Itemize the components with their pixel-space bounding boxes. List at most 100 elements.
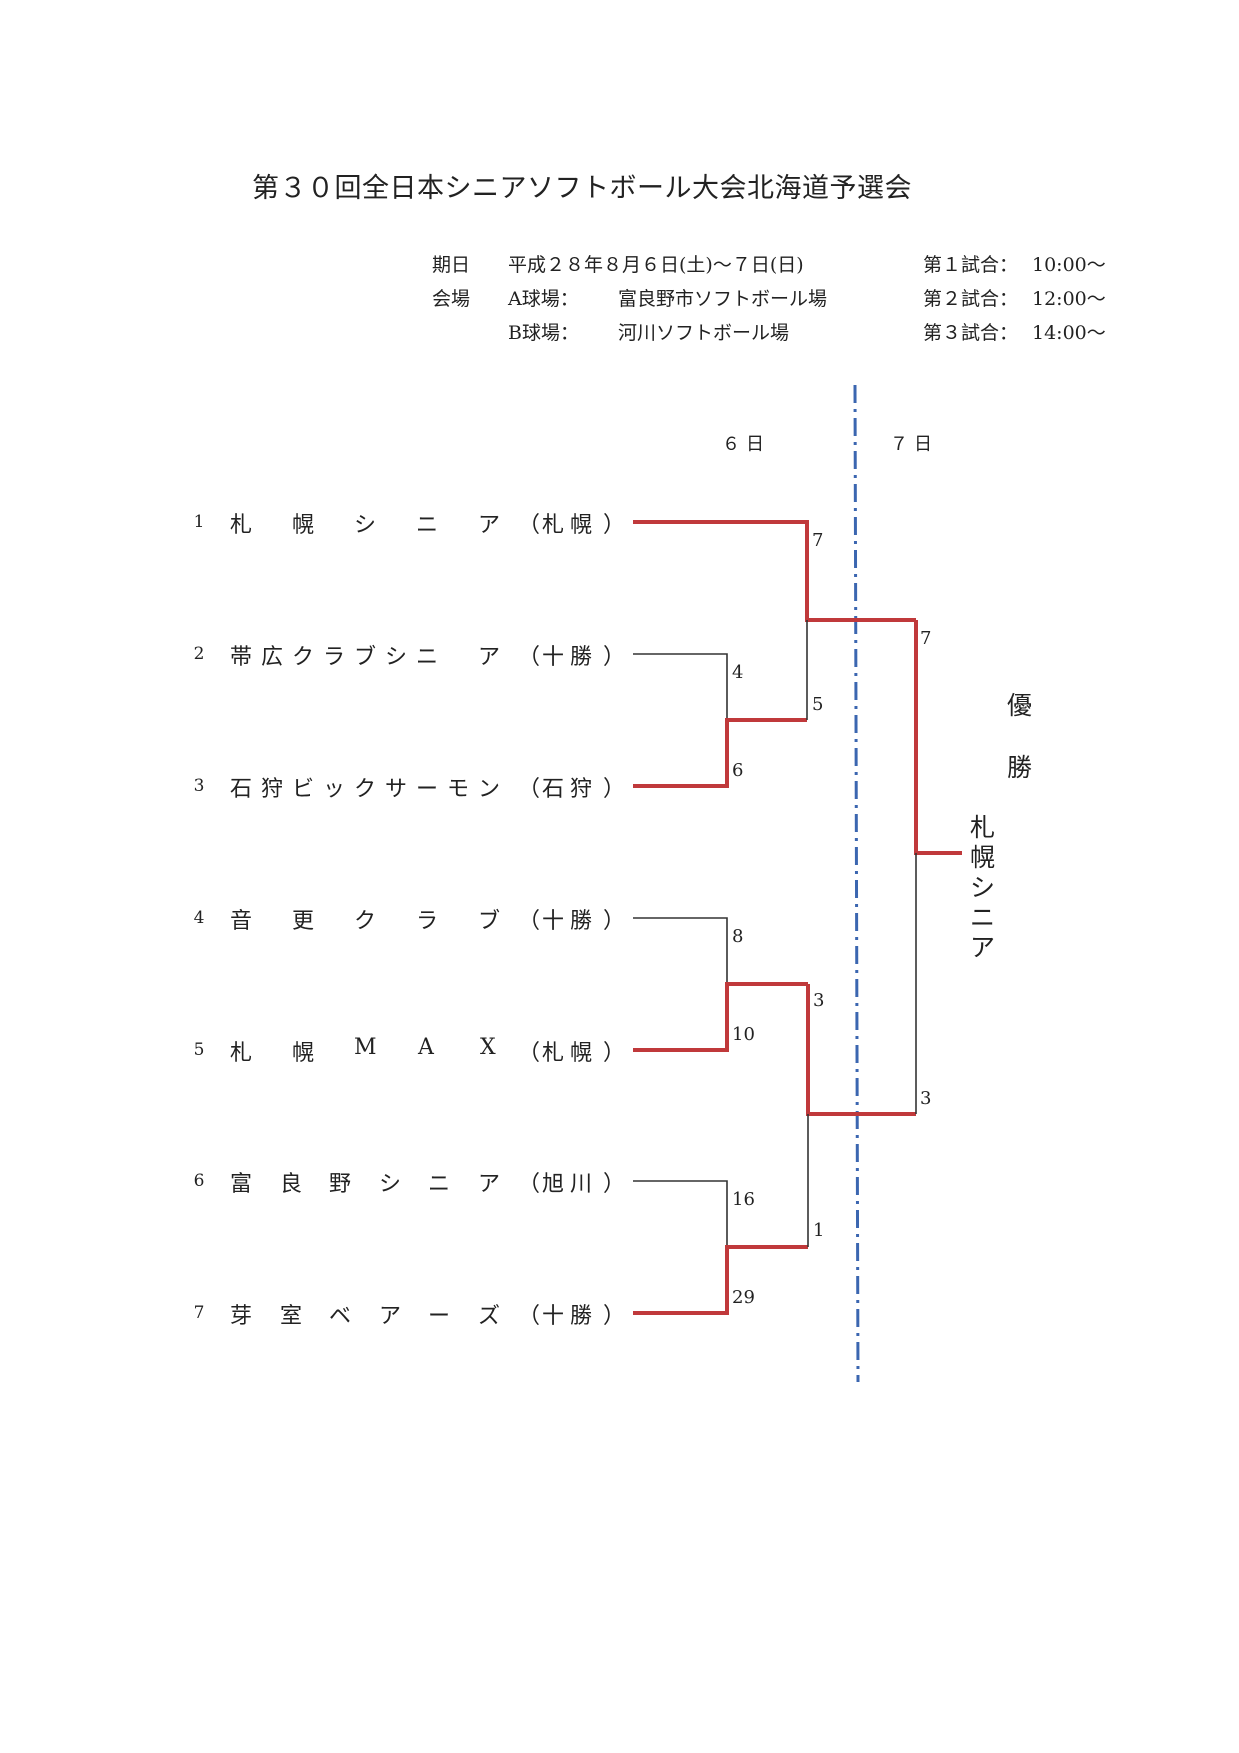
team-name-char: ン: [478, 777, 501, 802]
team-name-char: シ: [385, 645, 408, 670]
champion-name-char: 札: [970, 813, 996, 842]
team-name-char: ア: [478, 1172, 501, 1197]
team-name-char: ク: [292, 645, 315, 670]
field-a-label: A球場：: [508, 288, 579, 310]
team-region: 十勝: [542, 1304, 599, 1329]
score-label: 7: [920, 628, 932, 649]
team-name-char: 室: [280, 1304, 303, 1329]
venue-label: 会場: [432, 288, 471, 310]
team-region-close-paren: ）: [603, 1304, 626, 1329]
team-region-close-paren: ）: [603, 645, 626, 670]
team-region-open-paren: （: [518, 909, 541, 934]
score-label: 29: [732, 1287, 755, 1308]
score-label: 3: [813, 990, 825, 1011]
schedule-time: 12:00～: [1032, 288, 1106, 310]
team-region-open-paren: （: [518, 1304, 541, 1329]
team-name-char: ズ: [478, 1304, 501, 1329]
team-number: 6: [193, 1171, 205, 1191]
page-title: 第３０回全日本シニアソフトボール大会北海道予選会: [252, 173, 912, 204]
team-name-char: ビ: [292, 777, 315, 802]
bracket-line-final-winner: [914, 620, 962, 855]
team-number: 1: [193, 512, 205, 532]
team-name-char: 帯: [230, 645, 253, 670]
team-name-char: 芽: [230, 1304, 253, 1329]
team-name-char: 良: [280, 1172, 303, 1197]
team-name-char: 野: [329, 1172, 352, 1197]
team-region: 札幌: [542, 1041, 599, 1066]
champion-label-char: 優: [1007, 691, 1033, 720]
team-name-char: シ: [354, 513, 377, 538]
team-name-char: ク: [354, 909, 377, 934]
team-number: 7: [193, 1303, 205, 1323]
bracket-line-team7-winner: [633, 1245, 808, 1315]
team-name-char: 狩: [261, 777, 284, 802]
team-region-open-paren: （: [518, 1041, 541, 1066]
team-name-char: ラ: [323, 645, 346, 670]
team-name-char: 更: [292, 909, 315, 934]
date-label: 期日: [432, 254, 471, 276]
team-region-close-paren: ）: [603, 1172, 626, 1197]
bracket-line-team1-winner: [633, 520, 916, 622]
team-name-char: ラ: [416, 909, 439, 934]
champion-name-char: シ: [970, 873, 996, 902]
team-name-char: 札: [230, 513, 253, 538]
day-header-1: ６日: [722, 434, 770, 455]
team-number: 4: [193, 908, 205, 928]
schedule-label: 第３試合：: [923, 322, 1019, 344]
team-region: 札幌: [542, 513, 599, 538]
team-name-char: 音: [230, 909, 253, 934]
team-name-char: 札: [230, 1041, 253, 1066]
team-region: 石狩: [542, 777, 599, 802]
score-label: 8: [732, 926, 744, 947]
team-region-open-paren: （: [518, 645, 541, 670]
team-region-close-paren: ）: [603, 777, 626, 802]
team-name-char: ー: [428, 1304, 451, 1329]
field-b-label: B球場：: [508, 322, 579, 344]
score-label: 3: [920, 1088, 932, 1109]
team-region-open-paren: （: [518, 1172, 541, 1197]
field-a-name: 富良野市ソフトボール場: [618, 288, 828, 310]
schedule-time: 14:00～: [1032, 322, 1106, 344]
team-name-char: 広: [261, 645, 284, 670]
team-name-char: ア: [478, 513, 501, 538]
team-name-char: A: [418, 1035, 434, 1060]
team-name-char: ブ: [354, 645, 377, 670]
bracket-line-team6-loser: [633, 1180, 728, 1247]
team-number: 2: [193, 644, 205, 664]
team-name-char: M: [354, 1035, 377, 1060]
champion-name-char: 幌: [970, 843, 996, 872]
team-name-char: ッ: [323, 777, 346, 802]
team-region: 旭川: [542, 1172, 599, 1197]
team-name-char: ニ: [428, 1172, 451, 1197]
team-name-char: シ: [379, 1172, 402, 1197]
team-name-char: モ: [447, 777, 470, 802]
team-name-char: ク: [354, 777, 377, 802]
day-header-2: ７日: [890, 434, 938, 455]
team-name-char: ブ: [478, 909, 501, 934]
team-name-char: 幌: [292, 513, 315, 538]
team-name-char: 石: [230, 777, 253, 802]
team-region-open-paren: （: [518, 513, 541, 538]
team-name-char: ニ: [416, 513, 439, 538]
score-label: 16: [732, 1189, 755, 1210]
schedule-label: 第２試合：: [923, 288, 1019, 310]
day-divider-line: [853, 384, 860, 1383]
team-region-open-paren: （: [518, 777, 541, 802]
bracket-line-team2-loser: [633, 653, 728, 720]
score-label: 4: [732, 662, 744, 683]
team-number: 5: [193, 1040, 205, 1060]
team-region: 十勝: [542, 909, 599, 934]
team-name-char: 富: [230, 1172, 253, 1197]
field-b-name: 河川ソフトボール場: [618, 322, 790, 344]
team-name-char: ー: [416, 777, 439, 802]
team-name-char: ニ: [416, 645, 439, 670]
champion-name-char: ニ: [970, 903, 996, 932]
team-name-char: サ: [385, 777, 408, 802]
team-region-close-paren: ）: [603, 513, 626, 538]
score-label: 7: [812, 530, 824, 551]
score-label: 5: [812, 694, 824, 715]
score-label: 1: [813, 1220, 825, 1241]
team-name-char: 幌: [292, 1041, 315, 1066]
date-value: 平成２８年８月６日(土)～７日(日): [508, 254, 804, 276]
